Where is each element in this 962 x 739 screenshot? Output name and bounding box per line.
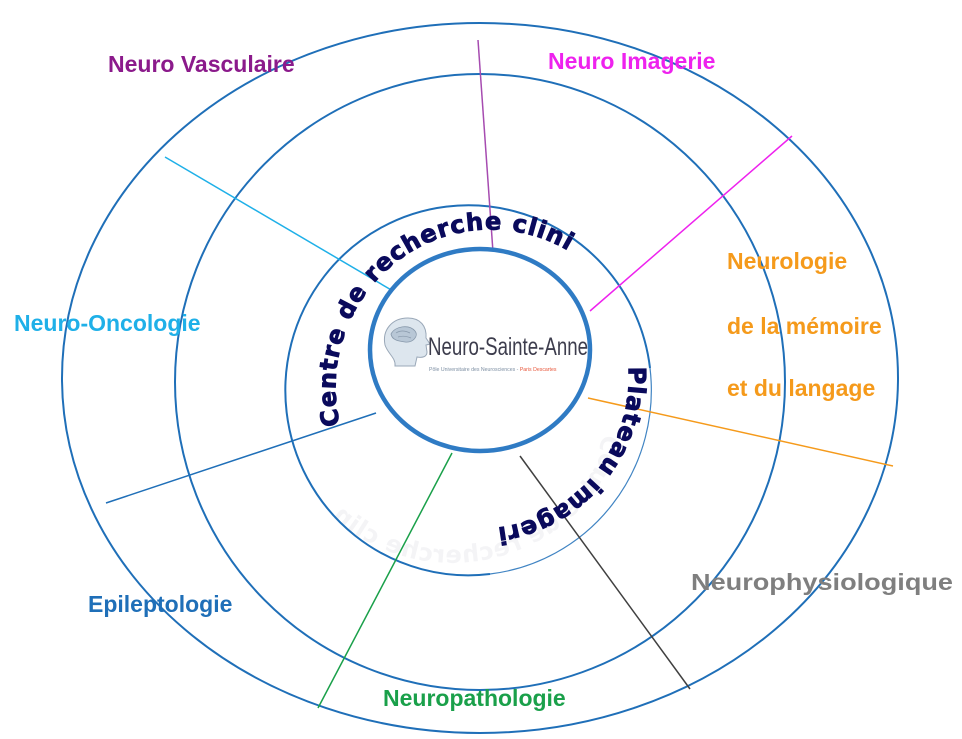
outer-ring xyxy=(61,22,899,734)
divider-neuropathologie-epileptologie xyxy=(317,452,453,709)
center-hub xyxy=(367,246,593,454)
sector-label-neuro-oncologie: Neuro-Oncologie xyxy=(14,310,201,336)
logo-tagline: Pôle Universitaire des Neurosciences - P… xyxy=(429,367,557,373)
sector-label-neuro-imagerie: Neuro Imagerie xyxy=(548,48,715,74)
sector-label-neurologie: Neurologie de la mémoire et du langage xyxy=(727,248,882,401)
sector-label-neuro-vasculaire: Neuro Vasculaire xyxy=(108,51,295,77)
sector-label-neurophysiologique: Neurophysiologique xyxy=(691,569,953,595)
sector-label-neuropathologie: Neuropathologie xyxy=(383,685,566,711)
logo-name: Neuro-Sainte-Anne xyxy=(428,333,588,361)
inner-ring-accent xyxy=(489,367,652,575)
neurologie-line-3: et du langage xyxy=(727,375,875,401)
divider-neuro-vasculaire-imagerie xyxy=(477,39,494,253)
divider-imagerie-neurologie xyxy=(589,135,793,312)
divider-neurophysiologique-neuropathologie xyxy=(519,455,691,690)
logo-tagline-part1: Pôle Universitaire des Neurosciences - xyxy=(429,367,520,373)
inner-ring xyxy=(284,204,651,577)
neurologie-line-1: Neurologie xyxy=(727,248,847,274)
divider-neurologie-neurophysiologique xyxy=(587,397,894,467)
sector-label-epileptologie: Epileptologie xyxy=(88,591,232,617)
brain-head-icon xyxy=(383,317,431,367)
logo: Neuro-Sainte-Anne Pôle Universitaire des… xyxy=(383,317,588,373)
logo-tagline-part2: Paris Descartes xyxy=(520,367,557,373)
divider-oncologie-vasculaire xyxy=(164,156,394,292)
neurologie-line-2: de la mémoire xyxy=(727,313,882,339)
divider-epileptologie-oncologie xyxy=(105,412,377,504)
